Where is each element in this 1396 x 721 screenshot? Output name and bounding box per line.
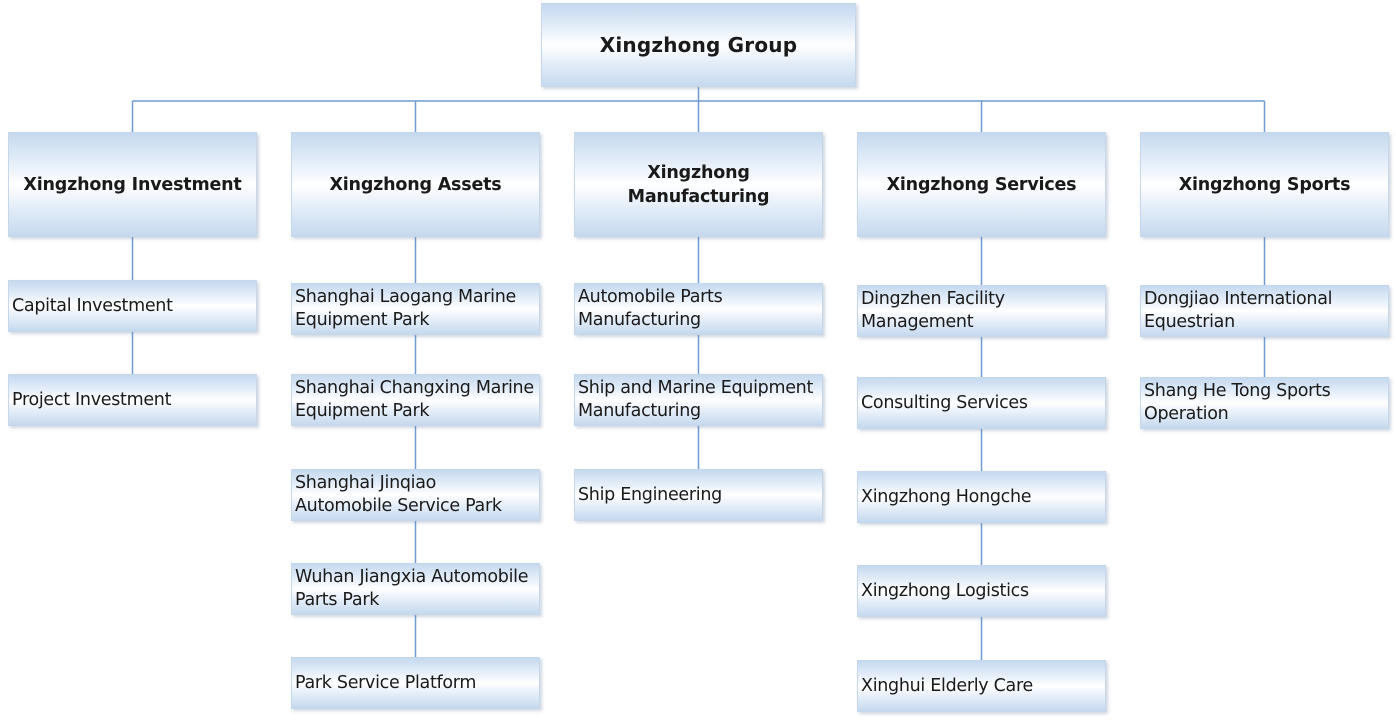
unit-label: Ship and Marine Equipment Manufacturing xyxy=(578,378,814,421)
unit-park-service-platform: Park Service Platform xyxy=(291,657,540,709)
unit-label: Consulting Services xyxy=(861,392,1028,413)
unit-changxing-marine-park: Shanghai Changxing Marine Equipment Park xyxy=(291,374,540,426)
unit-xingzhong-logistics: Xingzhong Logistics xyxy=(857,565,1106,617)
unit-label: Xingzhong Hongche xyxy=(861,486,1032,507)
division-label: Xingzhong Services xyxy=(886,174,1077,195)
unit-label: Xinghui Elderly Care xyxy=(861,675,1033,696)
unit-label: Ship Engineering xyxy=(578,484,722,505)
root-node: Xingzhong Group xyxy=(541,3,856,87)
division-manufacturing: Xingzhong Manufacturing xyxy=(574,132,823,237)
unit-label: Project Investment xyxy=(12,389,172,410)
unit-label: Park Service Platform xyxy=(295,672,477,693)
division-label: Xingzhong Manufacturing xyxy=(627,162,770,207)
unit-jiangxia-parts-park: Wuhan Jiangxia Automobile Parts Park xyxy=(291,563,540,615)
unit-shang-he-tong-sports: Shang He Tong Sports Operation xyxy=(1140,377,1389,429)
unit-xingzhong-hongche: Xingzhong Hongche xyxy=(857,471,1106,523)
unit-automobile-parts-manufacturing: Automobile Parts Manufacturing xyxy=(574,283,823,335)
unit-label: Shanghai Jinqiao Automobile Service Park xyxy=(295,473,502,516)
unit-project-investment: Project Investment xyxy=(8,374,257,426)
unit-label: Wuhan Jiangxia Automobile Parts Park xyxy=(295,567,529,610)
division-label: Xingzhong Assets xyxy=(329,174,502,195)
unit-label: Dingzhen Facility Management xyxy=(861,289,1005,332)
unit-label: Shang He Tong Sports Operation xyxy=(1144,381,1331,424)
unit-label: Xingzhong Logistics xyxy=(861,580,1029,601)
unit-consulting-services: Consulting Services xyxy=(857,377,1106,429)
unit-label: Dongjiao International Equestrian xyxy=(1144,289,1333,332)
unit-dongjiao-equestrian: Dongjiao International Equestrian xyxy=(1140,285,1389,337)
division-label: Xingzhong Sports xyxy=(1178,174,1351,195)
unit-ship-engineering: Ship Engineering xyxy=(574,469,823,521)
division-assets: Xingzhong Assets xyxy=(291,132,540,237)
unit-laogang-marine-park: Shanghai Laogang Marine Equipment Park xyxy=(291,283,540,335)
unit-label: Shanghai Laogang Marine Equipment Park xyxy=(295,287,516,330)
unit-xinghui-elderly-care: Xinghui Elderly Care xyxy=(857,660,1106,712)
unit-ship-marine-equipment: Ship and Marine Equipment Manufacturing xyxy=(574,374,823,426)
unit-capital-investment: Capital Investment xyxy=(8,280,257,332)
unit-label: Capital Investment xyxy=(12,295,173,316)
division-services: Xingzhong Services xyxy=(857,132,1106,237)
unit-label: Shanghai Changxing Marine Equipment Park xyxy=(295,378,534,421)
division-investment: Xingzhong Investment xyxy=(8,132,257,237)
division-sports: Xingzhong Sports xyxy=(1140,132,1389,237)
unit-label: Automobile Parts Manufacturing xyxy=(578,287,723,330)
division-label: Xingzhong Investment xyxy=(23,174,242,195)
root-label: Xingzhong Group xyxy=(599,33,798,57)
unit-dingzhen-facility: Dingzhen Facility Management xyxy=(857,285,1106,337)
unit-jinqiao-automobile-park: Shanghai Jinqiao Automobile Service Park xyxy=(291,469,540,521)
